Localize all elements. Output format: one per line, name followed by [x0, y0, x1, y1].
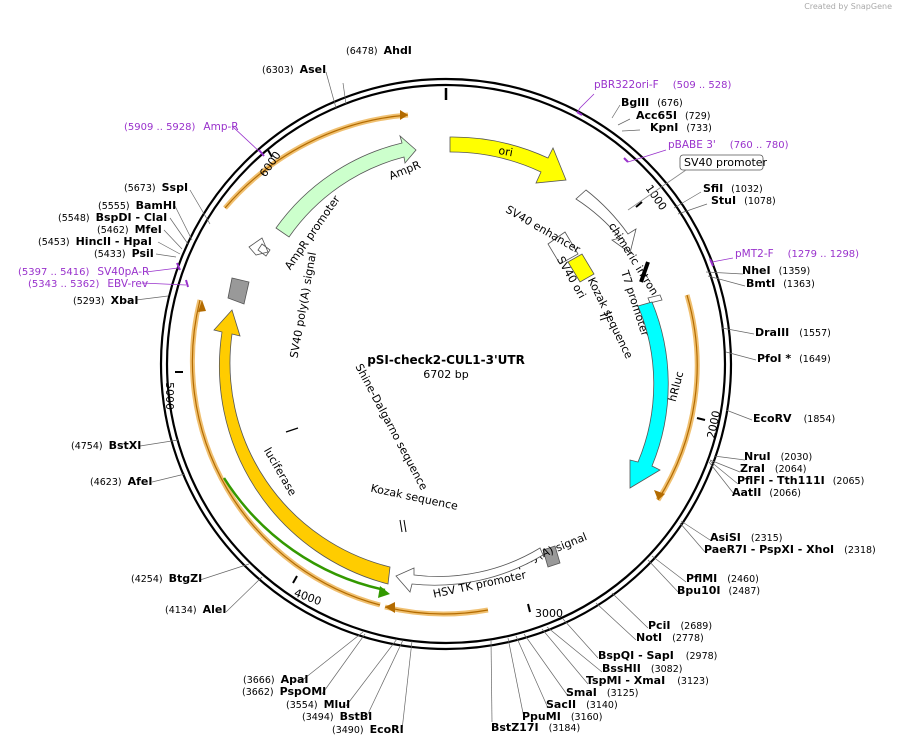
- enzyme-bstbi: (3494)BstBI: [302, 710, 372, 723]
- enzyme-sfii: SfiI(1032): [703, 182, 763, 195]
- enzyme-pcii: PciI(2689): [648, 619, 712, 632]
- enzyme-pflmi: PflMI(2460): [686, 572, 759, 585]
- enzyme-paer7i-pspxi-xhoi: PaeR7I - PspXI - XhoI(2318): [704, 543, 876, 556]
- enzyme-noti: NotI(2778): [636, 631, 704, 644]
- ori-arrow: [449, 136, 567, 184]
- enzyme-btgzi: (4254)BtgZI: [131, 572, 202, 585]
- shine-dalgarno-label: Shine-Dalgarno sequence: [352, 362, 430, 493]
- enzyme-tspmi-xmai: TspMI - XmaI(3123): [586, 674, 709, 687]
- enzyme-pspomi: (3662)PspOMI: [242, 685, 326, 698]
- enzyme-mlui: (3554)MluI: [286, 698, 350, 711]
- sv40-ori-box: [567, 253, 595, 283]
- enzyme-sspi: (5673)SspI: [124, 181, 188, 194]
- t7-small-arrow: [647, 294, 663, 304]
- enzyme-sacii: SacII(3140): [546, 698, 618, 711]
- primer-amp-r: (5909 .. 5928)Amp-R: [124, 121, 239, 133]
- orf-arcs: [189, 110, 700, 617]
- ampr-arrow: [275, 134, 417, 238]
- enzyme-acc65i: Acc65I(729): [636, 109, 711, 122]
- sv40-enhancer-box: [547, 231, 579, 265]
- primer-ebv-rev: (5343 .. 5362)EBV-rev: [28, 278, 148, 290]
- luciferase-arrow: [213, 309, 391, 585]
- ampr-promoter-arrow: [248, 237, 271, 257]
- enzyme-bstz17i: BstZ17I(3184): [491, 721, 580, 734]
- primer-pbabe3: pBABE 3'(760 .. 780): [668, 139, 789, 151]
- enzyme-pfoi: PfoI *(1649): [757, 352, 831, 365]
- enzyme-ahdi: (6478)AhdI: [346, 44, 412, 57]
- enzyme-bspdi-clai: (5548)BspDI - ClaI: [58, 211, 167, 224]
- enzyme-nhei: NheI(1359): [742, 264, 810, 277]
- enzyme-bamhi: (5555)BamHI: [98, 199, 176, 212]
- enzyme-labels: (6478)AhdI (6303)AseI BglII(676) Acc65I(…: [38, 44, 876, 736]
- enzyme-bglii: BglII(676): [621, 96, 683, 109]
- enzyme-zrai: ZraI(2064): [740, 462, 807, 475]
- tick-label-3000: 3000: [535, 607, 563, 620]
- hrluc-label: hRluc: [666, 370, 687, 403]
- enzyme-bspqi-sapi: BspQI - SapI(2978): [598, 649, 717, 662]
- t7-promoter-mark: [639, 261, 650, 283]
- plasmid-title-group: pSI-check2-CUL1-3'UTR 6702 bp: [367, 353, 525, 381]
- enzyme-xbai: (5293)XbaI: [73, 294, 138, 307]
- sv40-promoter-label: SV40 promoter: [684, 156, 768, 169]
- polya-box: [542, 545, 561, 568]
- kozak2-label: Kozak sequence: [370, 482, 460, 513]
- enzyme-asisi: AsiSI(2315): [710, 531, 782, 544]
- enzyme-mfei: (5462)MfeI: [97, 223, 162, 236]
- hrluc-arrow: [629, 301, 669, 489]
- chimeric-intron-arrow: [575, 189, 637, 254]
- ori-label: ori: [497, 144, 513, 159]
- sv40-enhancer-label: SV40 enhancer: [503, 203, 582, 256]
- sv40-polya-box: [227, 277, 250, 305]
- plasmid-name: pSI-check2-CUL1-3'UTR: [367, 353, 525, 367]
- enzyme-smai: SmaI(3125): [566, 686, 639, 699]
- primer-labels: pBR322ori-F(509 .. 528) pBABE 3'(760 .. …: [18, 79, 859, 290]
- enzyme-leaders: [135, 71, 757, 731]
- enzyme-alei: (4134)AleI: [165, 603, 226, 616]
- plasmid-length: 6702 bp: [423, 368, 468, 381]
- tick-label-1000: 1000: [643, 182, 670, 212]
- enzyme-afei: (4623)AfeI: [90, 475, 152, 488]
- snapgene-credit-text: Created by SnapGene: [804, 2, 892, 11]
- enzyme-bstxi: (4754)BstXI: [71, 439, 141, 452]
- enzyme-stui: StuI(1078): [711, 194, 776, 207]
- hsv-tk-arrow: [395, 547, 544, 593]
- enzyme-ppumi: PpuMI(3160): [522, 710, 602, 723]
- enzyme-asei: (6303)AseI: [262, 63, 326, 76]
- primer-markers: [141, 93, 734, 288]
- kozak2-mark: [399, 519, 403, 533]
- primer-pbr322ori-f: pBR322ori-F(509 .. 528): [594, 79, 731, 91]
- enzyme-bpu10i: Bpu10I(2487): [677, 584, 760, 597]
- enzyme-psii: (5433)PsiI: [94, 247, 154, 260]
- primer-pmt2-f: pMT2-F(1279 .. 1298): [735, 248, 859, 260]
- enzyme-draiii: DraIII(1557): [755, 326, 831, 339]
- kozak1-mark: [599, 311, 613, 317]
- enzyme-ecori: (3490)EcoRI: [332, 723, 404, 736]
- enzyme-apai: (3666)ApaI: [243, 673, 309, 686]
- enzyme-bmti: BmtI(1363): [746, 277, 815, 290]
- snapgene-credit: Created by SnapGene: [804, 2, 892, 11]
- enzyme-bsshii: BssHII(3082): [602, 662, 682, 675]
- tick-label-4000: 4000: [292, 586, 323, 608]
- enzyme-hincii-hpai: (5453)HincII - HpaI: [38, 235, 152, 248]
- tick-marks: 1000 2000 3000 4000 5000 6000: [163, 149, 723, 620]
- enzyme-pflfi-tth111i: PflFI - Tth111I(2065): [737, 474, 864, 487]
- enzyme-kpni: KpnI(733): [650, 121, 712, 134]
- enzyme-aatii: AatII(2066): [732, 486, 801, 499]
- backbone: [159, 77, 733, 651]
- enzyme-ecorv: EcoRV(1854): [753, 412, 835, 425]
- shine-dalgarno-mark: [285, 427, 299, 433]
- primer-sv40pa-r: (5397 .. 5416)SV40pA-R: [18, 266, 149, 278]
- enzyme-nrui: NruI(2030): [744, 450, 812, 463]
- tick-label-5000: 5000: [163, 382, 176, 410]
- tick-label-2000: 2000: [705, 409, 724, 439]
- sv40-promoter-callout: SV40 promoter: [627, 154, 768, 211]
